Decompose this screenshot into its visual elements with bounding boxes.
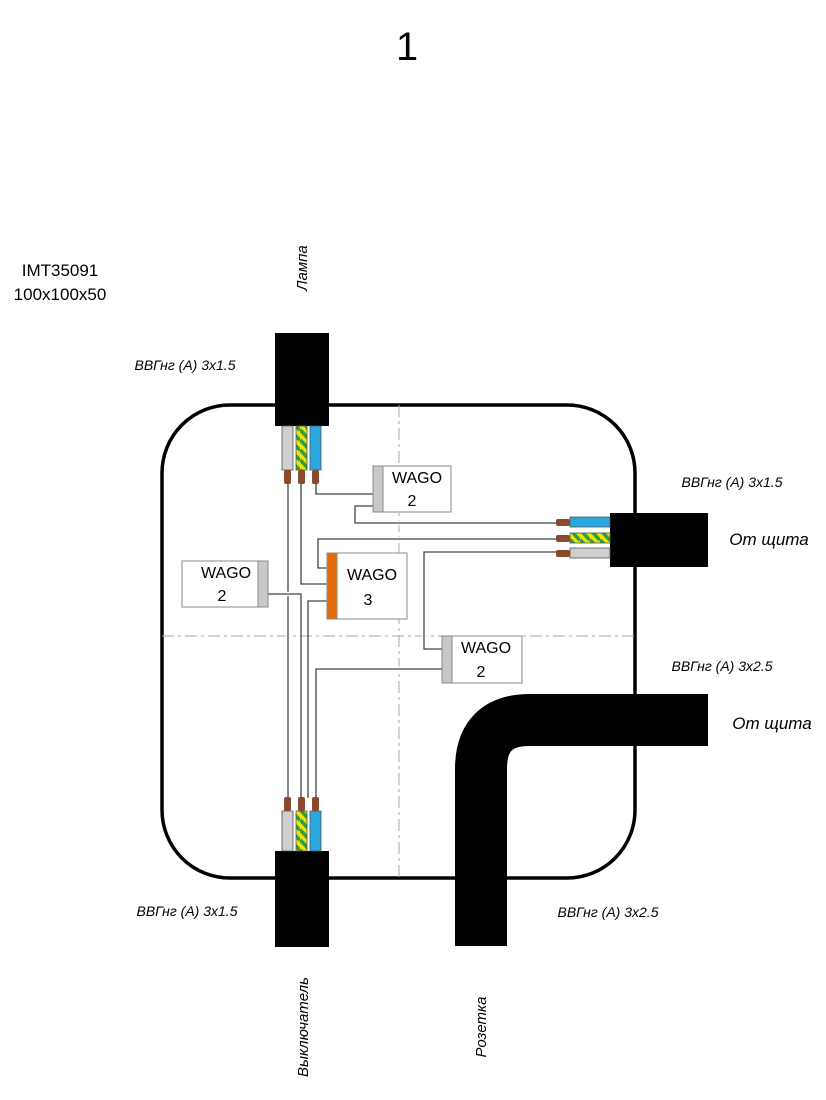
switch-cable — [275, 797, 329, 947]
wago-connector-right: WAGO 2 — [441, 635, 523, 684]
panel-cable-2-label: От щита — [732, 714, 811, 733]
socket-label: Розетка — [473, 997, 490, 1058]
lamp-label: Лампа — [294, 245, 311, 292]
panel-cable-1-label: От щита — [729, 530, 808, 549]
wago-left-count: 2 — [218, 588, 227, 605]
page-number: 1 — [396, 25, 418, 69]
wago-connector-center: WAGO 3 — [326, 552, 408, 620]
internal-wires — [258, 484, 558, 798]
socket-cable-spec: ВВГнг (А) 3x2.5 — [558, 904, 659, 920]
wago-right-count: 2 — [477, 664, 486, 681]
wago-connector-top: WAGO 2 — [372, 465, 452, 513]
panel-cable-2-spec: ВВГнг (А) 3x2.5 — [672, 658, 773, 674]
wago-top-label: WAGO — [392, 470, 442, 487]
lamp-cable-spec: ВВГнг (А) 3x1.5 — [135, 357, 236, 373]
panel-cable-1-spec: ВВГнг (А) 3x1.5 — [682, 474, 783, 490]
switch-cable-spec: ВВГнг (А) 3x1.5 — [137, 903, 238, 919]
box-model: IMT35091 — [22, 261, 99, 280]
wago-right-label: WAGO — [461, 640, 511, 657]
wago-center-label: WAGO — [347, 567, 397, 584]
wago-center-count: 3 — [364, 592, 373, 609]
panel-cable-1 — [556, 513, 708, 567]
switch-label: Выключатель — [295, 977, 312, 1077]
wago-top-count: 2 — [408, 493, 417, 510]
panel-socket-cable — [455, 694, 708, 946]
wago-left-label: WAGO — [201, 565, 251, 582]
lamp-cable — [275, 333, 329, 484]
wago-connector-left: WAGO 2 — [181, 560, 269, 608]
box-size: 100x100x50 — [14, 285, 107, 304]
